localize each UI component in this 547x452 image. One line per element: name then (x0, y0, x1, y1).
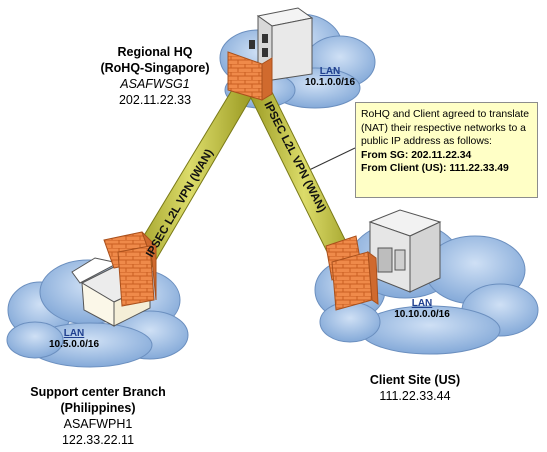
hq-lan-title: LAN (319, 66, 341, 77)
nat-note-client: From Client (US): 111.22.33.49 (361, 163, 509, 175)
client-server-icon (368, 209, 442, 293)
client-lan-subnet: 10.10.0.0/16 (394, 309, 450, 320)
vpn-tunnel-left-label: IPSEC L2L VPN (WAN) (144, 147, 216, 259)
branch-lan-label: LAN 10.5.0.0/16 (46, 328, 102, 350)
client-ip: 111.22.33.44 (379, 389, 451, 403)
hq-site-name: Regional HQ (117, 45, 193, 59)
nat-note-line: public IP address as follows: (361, 136, 492, 148)
branch-site-label: Support center Branch (Philippines) ASAF… (18, 384, 178, 448)
nat-note-line: RoHQ and Client agreed to translate (361, 109, 530, 120)
hq-lan-subnet: 10.1.0.0/16 (304, 77, 356, 88)
hq-device-name: ASAFWSG1 (120, 77, 190, 91)
branch-device-name: ASAFWPH1 (63, 417, 133, 431)
nat-note-line: (NAT) their respective networks to a (361, 122, 526, 134)
hq-site-label: Regional HQ (RoHQ-Singapore) ASAFWSG1 20… (90, 44, 220, 108)
hq-lan-label: LAN 10.1.0.0/16 (302, 66, 358, 88)
branch-site-name: Support center Branch (30, 385, 166, 399)
client-site-name: Client Site (US) (369, 373, 461, 387)
branch-firewall-icon (103, 231, 157, 307)
hq-ip: 202.11.22.33 (118, 93, 192, 107)
branch-lan-subnet: 10.5.0.0/16 (48, 339, 100, 350)
client-firewall-icon (325, 235, 379, 311)
branch-lan-title: LAN (63, 328, 85, 339)
client-lan-title: LAN (411, 298, 433, 309)
branch-house-icon (71, 257, 152, 327)
hq-site-alias: (RoHQ-Singapore) (100, 61, 210, 75)
client-lan-label: LAN 10.10.0.0/16 (390, 298, 454, 320)
note-connector-line (304, 147, 356, 173)
vpn-tunnel-right-label: IPSEC L2L VPN (WAN) (261, 100, 327, 215)
client-site-label: Client Site (US) 111.22.33.44 (360, 372, 470, 404)
branch-ip: 122.33.22.11 (61, 433, 135, 447)
branch-site-alias: (Philippines) (60, 401, 136, 415)
nat-note-sg: From SG: 202.11.22.34 (361, 149, 472, 161)
nat-note-box: RoHQ and Client agreed to translate (NAT… (355, 102, 538, 198)
hq-firewall-icon (227, 51, 273, 101)
